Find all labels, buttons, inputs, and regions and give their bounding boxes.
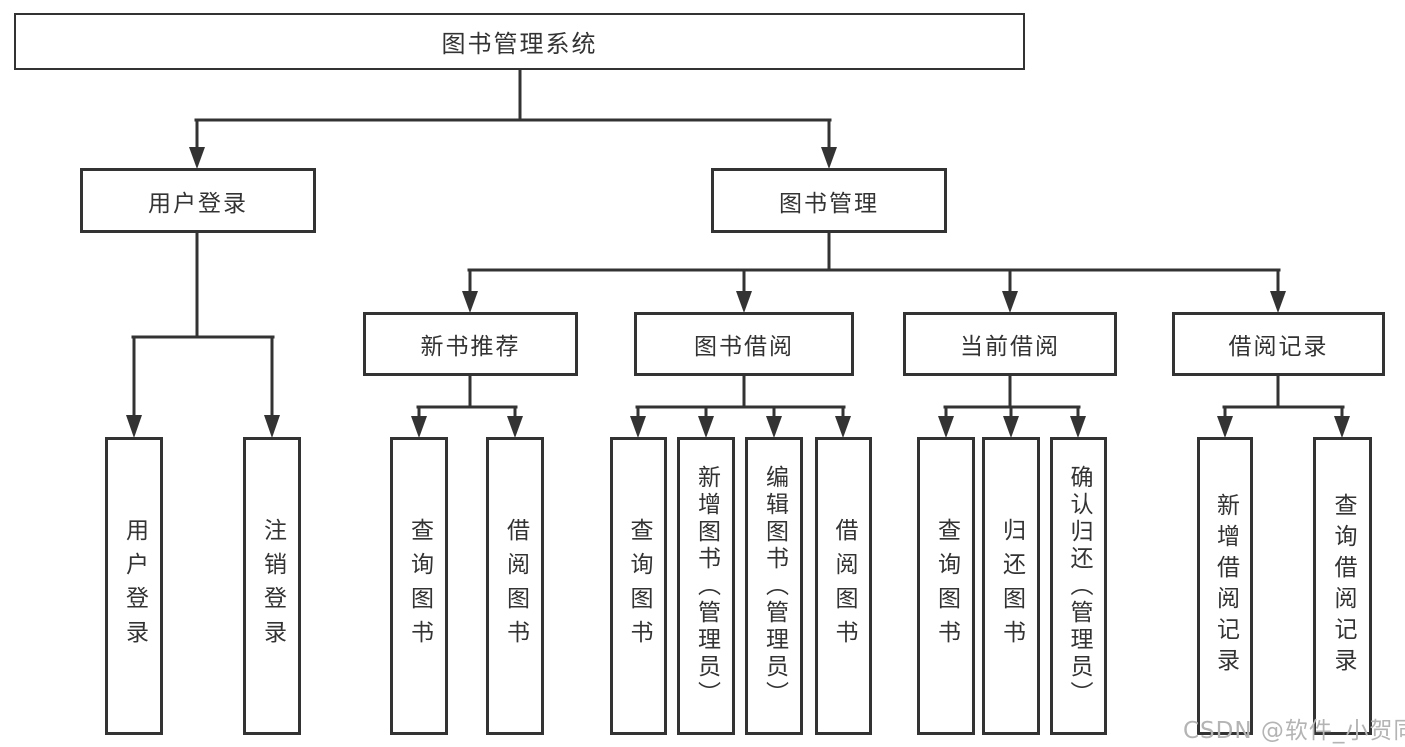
node-label: 当前借阅 <box>960 334 1060 360</box>
leaf-user-login: 用户登录 <box>105 437 163 735</box>
leaf-recommend-borrow-books: 借阅图书 <box>486 437 544 735</box>
node-label: 借阅图书 <box>502 518 529 654</box>
node-label: 查询借阅记录 <box>1330 493 1356 679</box>
node-label: 注销登录 <box>259 518 286 654</box>
leaf-current-confirm-return-admin: 确认归还（管理员） <box>1050 437 1107 735</box>
connector-userlogin-to-leaves <box>131 231 275 419</box>
arrowhead-icon <box>938 416 954 438</box>
arrowhead-icon <box>1003 416 1019 438</box>
node-new-book-recommend: 新书推荐 <box>363 312 578 376</box>
leaf-current-return-books: 归还图书 <box>982 437 1040 735</box>
arrowhead-icon <box>1217 416 1233 438</box>
arrowhead-icon <box>1334 416 1350 438</box>
node-label: 新书推荐 <box>420 334 521 360</box>
connector-recommend-to-leaves <box>416 374 518 419</box>
node-book-management: 图书管理 <box>711 168 947 233</box>
arrowhead-icon <box>189 147 205 169</box>
arrowhead-icon <box>736 291 752 313</box>
node-borrowing-records: 借阅记录 <box>1172 312 1385 376</box>
node-label: 查询图书 <box>933 518 960 654</box>
arrowhead-icon <box>698 416 714 438</box>
node-book-borrowing: 图书借阅 <box>634 312 854 376</box>
arrowhead-icon <box>507 416 523 438</box>
watermark: CSDN @软件_小贺同学 <box>1183 718 1405 744</box>
leaf-current-query-books: 查询图书 <box>917 437 975 735</box>
node-label: 图书管理 <box>779 190 879 217</box>
leaf-logout-login: 注销登录 <box>243 437 301 735</box>
connector-records-to-leaves <box>1222 374 1345 419</box>
leaf-borrowing-query-books: 查询图书 <box>610 437 667 735</box>
node-label: 用户登录 <box>148 190 248 217</box>
connector-borrowing-to-leaves <box>635 374 846 419</box>
arrowhead-icon <box>126 415 142 438</box>
node-label: 新增借阅记录 <box>1212 493 1239 679</box>
node-label: 新增图书（管理员） <box>693 464 720 708</box>
arrowhead-icon <box>1070 416 1086 438</box>
connector-root-to-level2 <box>194 66 832 152</box>
leaf-records-query-record: 查询借阅记录 <box>1313 437 1372 735</box>
arrowhead-icon <box>630 416 646 438</box>
node-user-login: 用户登录 <box>80 168 316 233</box>
node-root-system: 图书管理系统 <box>14 13 1025 70</box>
node-label: 确认归还（管理员） <box>1066 464 1092 708</box>
arrowhead-icon <box>264 415 280 438</box>
arrowhead-icon <box>821 147 837 169</box>
arrowhead-icon <box>1002 291 1018 313</box>
arrowhead-icon <box>462 291 478 313</box>
node-label: 查询图书 <box>406 518 433 654</box>
node-current-borrowing: 当前借阅 <box>903 312 1117 376</box>
node-label: 图书借阅 <box>694 334 794 360</box>
node-label: 查询图书 <box>626 518 652 654</box>
leaf-borrowing-edit-books-admin: 编辑图书（管理员） <box>745 437 803 735</box>
arrowhead-icon <box>411 416 427 438</box>
connector-bookmgmt-to-level3 <box>467 231 1281 295</box>
leaf-recommend-query-books: 查询图书 <box>390 437 448 735</box>
arrowhead-icon <box>835 416 851 438</box>
leaf-borrowing-borrow-books: 借阅图书 <box>815 437 872 735</box>
node-label: 借阅图书 <box>831 518 857 654</box>
node-label: 用户登录 <box>121 518 148 654</box>
node-label: 图书管理系统 <box>441 30 598 58</box>
arrowhead-icon <box>766 416 782 438</box>
arrowhead-icon <box>1270 291 1286 313</box>
connector-current-to-leaves <box>943 374 1081 419</box>
node-label: 编辑图书（管理员） <box>761 464 788 708</box>
leaf-borrowing-add-books-admin: 新增图书（管理员） <box>677 437 735 735</box>
node-label: 归还图书 <box>998 518 1025 654</box>
node-label: 借阅记录 <box>1228 334 1329 360</box>
leaf-records-add-record: 新增借阅记录 <box>1197 437 1253 735</box>
